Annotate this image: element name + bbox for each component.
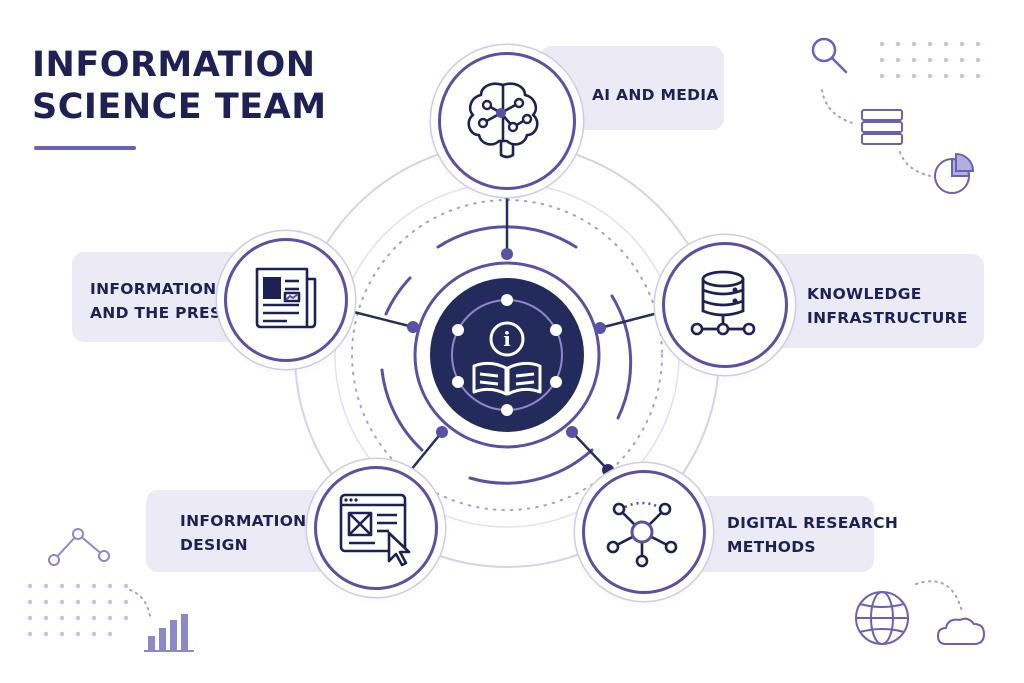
- node-digital-research: [582, 470, 706, 594]
- node-information-press: [224, 238, 348, 362]
- decoration-bottom-right: [855, 580, 986, 645]
- newspaper-icon: [255, 267, 317, 329]
- title-underline: [34, 146, 136, 150]
- svg-text:i: i: [503, 327, 511, 351]
- topic-label-knowledge-infrastructure: KNOWLEDGE INFRASTRUCTURE: [807, 285, 968, 327]
- decoration-bottom-left: [27, 528, 194, 652]
- cloud-icon: [936, 617, 986, 645]
- decoration-top-right: [811, 37, 981, 194]
- pie-chart-icon: [934, 152, 975, 194]
- magnifier-icon: [811, 37, 848, 74]
- connectors: [345, 193, 663, 477]
- node-ai-media: [438, 52, 576, 190]
- node-information-design: [314, 466, 438, 590]
- globe-icon: [855, 591, 909, 645]
- node-knowledge-infrastructure: [662, 242, 788, 368]
- topic-label-information-press: INFORMATION AND THE PRESS: [90, 280, 233, 322]
- inner-ring: [413, 261, 601, 449]
- segmented-ring: [380, 225, 633, 485]
- bar-chart-icon: [144, 614, 194, 652]
- dot-grid-bottom-left: [27, 583, 129, 637]
- title-line-2: SCIENCE TEAM: [32, 87, 327, 127]
- page-title: INFORMATION SCIENCE TEAM: [32, 44, 327, 128]
- books-icon: [861, 109, 903, 145]
- line-graph-icon: [48, 528, 110, 566]
- title-line-1: INFORMATION: [32, 45, 316, 85]
- network-graph-icon: [606, 501, 678, 568]
- center-hub: i: [430, 278, 584, 432]
- topic-label-information-design: INFORMATION DESIGN: [180, 512, 307, 554]
- info-book-icon: i: [451, 294, 563, 416]
- database-icon: [690, 270, 756, 336]
- topic-label-digital-research: DIGITAL RESEARCH METHODS: [727, 514, 899, 556]
- browser-cursor-icon: [339, 493, 411, 567]
- brain-network-icon: [467, 82, 539, 159]
- topic-label-ai-media: AI AND MEDIA: [592, 86, 719, 104]
- dot-grid: [879, 41, 981, 79]
